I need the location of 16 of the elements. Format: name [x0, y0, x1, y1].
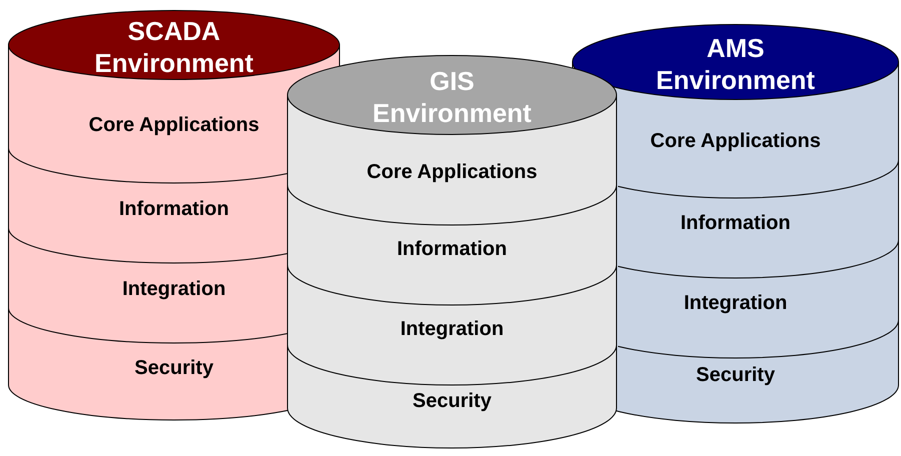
layer-label: Information	[119, 197, 229, 222]
cylinder-title: AMS Environment	[655, 32, 816, 96]
layer-label: Information	[397, 237, 507, 262]
layer-label: Core Applications	[366, 160, 538, 185]
layer-label: Security	[134, 356, 214, 380]
layer-label: Core Applications	[88, 112, 260, 138]
cylinder-title: GIS Environment	[372, 65, 532, 129]
layer-label: Information	[680, 210, 790, 236]
layer-label: Security	[412, 388, 492, 414]
cylinder	[287, 55, 617, 448]
layer-label: Security	[696, 363, 775, 388]
layer-label: Core Applications	[650, 129, 821, 154]
layer-label: Integration	[122, 277, 226, 302]
cylinder-title: SCADA Environment	[94, 15, 254, 79]
layer-label: Integration	[400, 317, 504, 342]
layer-label: Integration	[684, 290, 788, 316]
